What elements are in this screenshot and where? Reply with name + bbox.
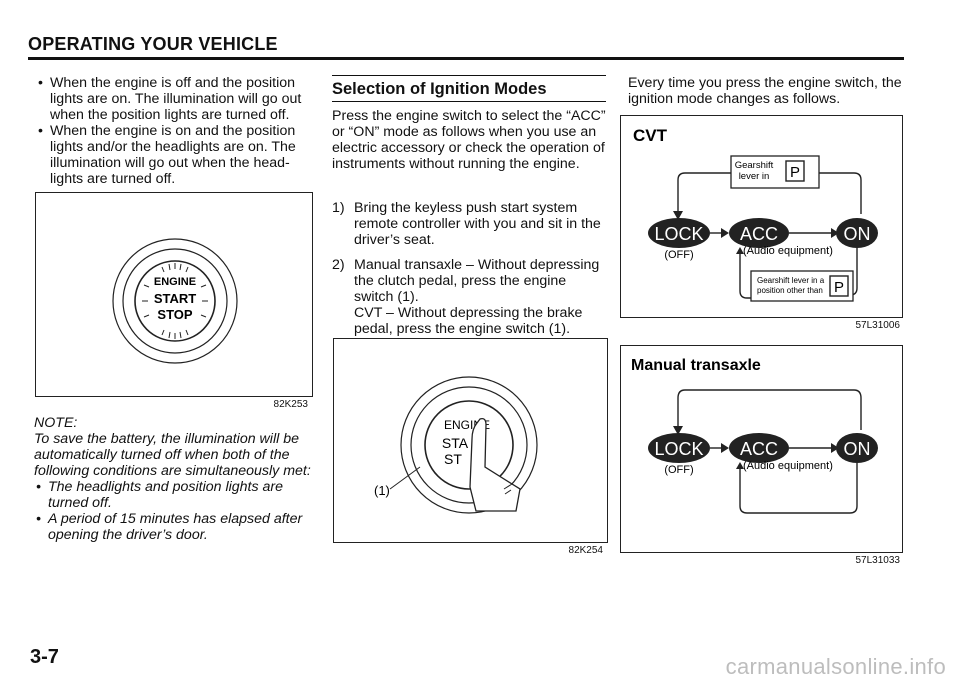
step-1-number: 1) xyxy=(332,200,345,216)
cvt-title: CVT xyxy=(633,126,668,145)
cvt-acc-pill xyxy=(729,218,789,248)
press-switch-illustration: ENGINE STA ST (1) xyxy=(374,376,538,514)
cvt-gear-p-top-text: P xyxy=(790,164,800,181)
cvt-flow-svg: CVT Gearshift lever in P LOCK ACC ON (OF… xyxy=(633,126,878,302)
section-rule-bottom xyxy=(332,101,606,102)
engine-switch-figure: ENGINE START STOP 82K253 xyxy=(35,192,313,410)
press-label-stop: ST xyxy=(444,451,462,467)
step-2-text-cvt: CVT – Without depressing the brake pedal… xyxy=(354,305,583,337)
cvt-acc-text: ACC xyxy=(740,224,778,244)
switch-label-stop: STOP xyxy=(157,307,192,322)
callout-1: (1) xyxy=(374,483,390,498)
left-bullet-2: When the engine is on and the position l… xyxy=(36,123,308,187)
manual-acc-pill xyxy=(729,433,789,463)
cvt-top-label-1: Gearshift xyxy=(735,160,774,171)
section-title: Selection of Ignition Modes xyxy=(332,80,547,98)
cvt-audio-label: (Audio equipment) xyxy=(743,245,833,257)
cvt-bottom-label-2: position other than xyxy=(757,286,823,295)
manual-title: Manual transaxle xyxy=(631,357,761,374)
step-2-number: 2) xyxy=(332,257,345,273)
note-bullet-2: A period of 15 minutes has elapsed after… xyxy=(34,511,312,543)
note-title: NOTE: xyxy=(34,415,78,431)
site-watermark[interactable]: carmanualsonline.info xyxy=(725,654,946,679)
switch-label-start: START xyxy=(154,291,196,306)
section-intro: Press the engine switch to select the “A… xyxy=(332,108,606,172)
finger-icon xyxy=(469,417,521,512)
manual-off-label: (OFF) xyxy=(664,464,693,476)
figure-code-57l31006: 57L31006 xyxy=(855,320,901,331)
cvt-lock-text: LOCK xyxy=(654,224,703,244)
manual-lock-text: LOCK xyxy=(654,439,703,459)
note-intro: To save the battery, the illumination wi… xyxy=(34,431,311,479)
steps-list: 1) Bring the keyless push start system r… xyxy=(332,200,606,346)
step-2: 2) Manual transaxle – Without depressing… xyxy=(332,257,606,337)
left-bullets: When the engine is off and the position … xyxy=(36,75,308,187)
manual-audio-label: (Audio equipment) xyxy=(743,460,833,472)
note-block: NOTE: To save the battery, the illuminat… xyxy=(34,415,312,543)
figure-code-57l31033: 57L31033 xyxy=(855,555,901,566)
right-intro: Every time you press the engine switch, … xyxy=(628,75,902,107)
cvt-bottom-label-1: Gearshift lever in a xyxy=(757,276,825,285)
press-label-start: STA xyxy=(442,435,469,451)
switch-label-engine: ENGINE xyxy=(154,276,196,288)
step-2-text: Manual transaxle – Without depressing th… xyxy=(354,257,600,305)
page-header-title: OPERATING YOUR VEHICLE xyxy=(28,34,278,54)
manual-lock-pill xyxy=(648,433,710,463)
cvt-on-pill xyxy=(836,218,878,248)
cvt-gear-p-top xyxy=(785,160,805,182)
engine-switch-illustration: ENGINE START STOP xyxy=(112,238,238,364)
cvt-gear-p-bottom-text: P xyxy=(834,279,844,296)
cvt-gear-p-bottom xyxy=(829,275,849,297)
manual-transaxle-diagram: Manual transaxle LOCK ACC ON (OFF) (Audi… xyxy=(620,345,903,566)
figure-code-82k253: 82K253 xyxy=(273,399,308,410)
press-switch-figure: ENGINE STA ST (1) 82K254 xyxy=(333,338,608,556)
manual-on-text: ON xyxy=(844,439,871,459)
step-1-text: Bring the keyless push start system remo… xyxy=(354,200,601,248)
page-number: 3-7 xyxy=(30,646,59,668)
cvt-on-text: ON xyxy=(844,224,871,244)
manual-acc-text: ACC xyxy=(740,439,778,459)
cvt-top-label-2: lever in xyxy=(739,171,770,182)
manual-on-pill xyxy=(836,433,878,463)
step-1: 1) Bring the keyless push start system r… xyxy=(332,200,606,248)
header-rule xyxy=(28,57,904,60)
section-rule-top xyxy=(332,75,606,76)
cvt-off-label: (OFF) xyxy=(664,249,693,261)
note-bullet-1: The headlights and position lights are t… xyxy=(34,479,312,511)
cvt-lock-pill xyxy=(648,218,710,248)
cvt-diagram: CVT Gearshift lever in P LOCK ACC ON (OF… xyxy=(620,115,903,331)
figure-code-82k254: 82K254 xyxy=(568,545,603,556)
left-bullet-1: When the engine is off and the position … xyxy=(36,75,308,123)
manual-flow-svg: Manual transaxle LOCK ACC ON (OFF) (Audi… xyxy=(631,357,878,514)
